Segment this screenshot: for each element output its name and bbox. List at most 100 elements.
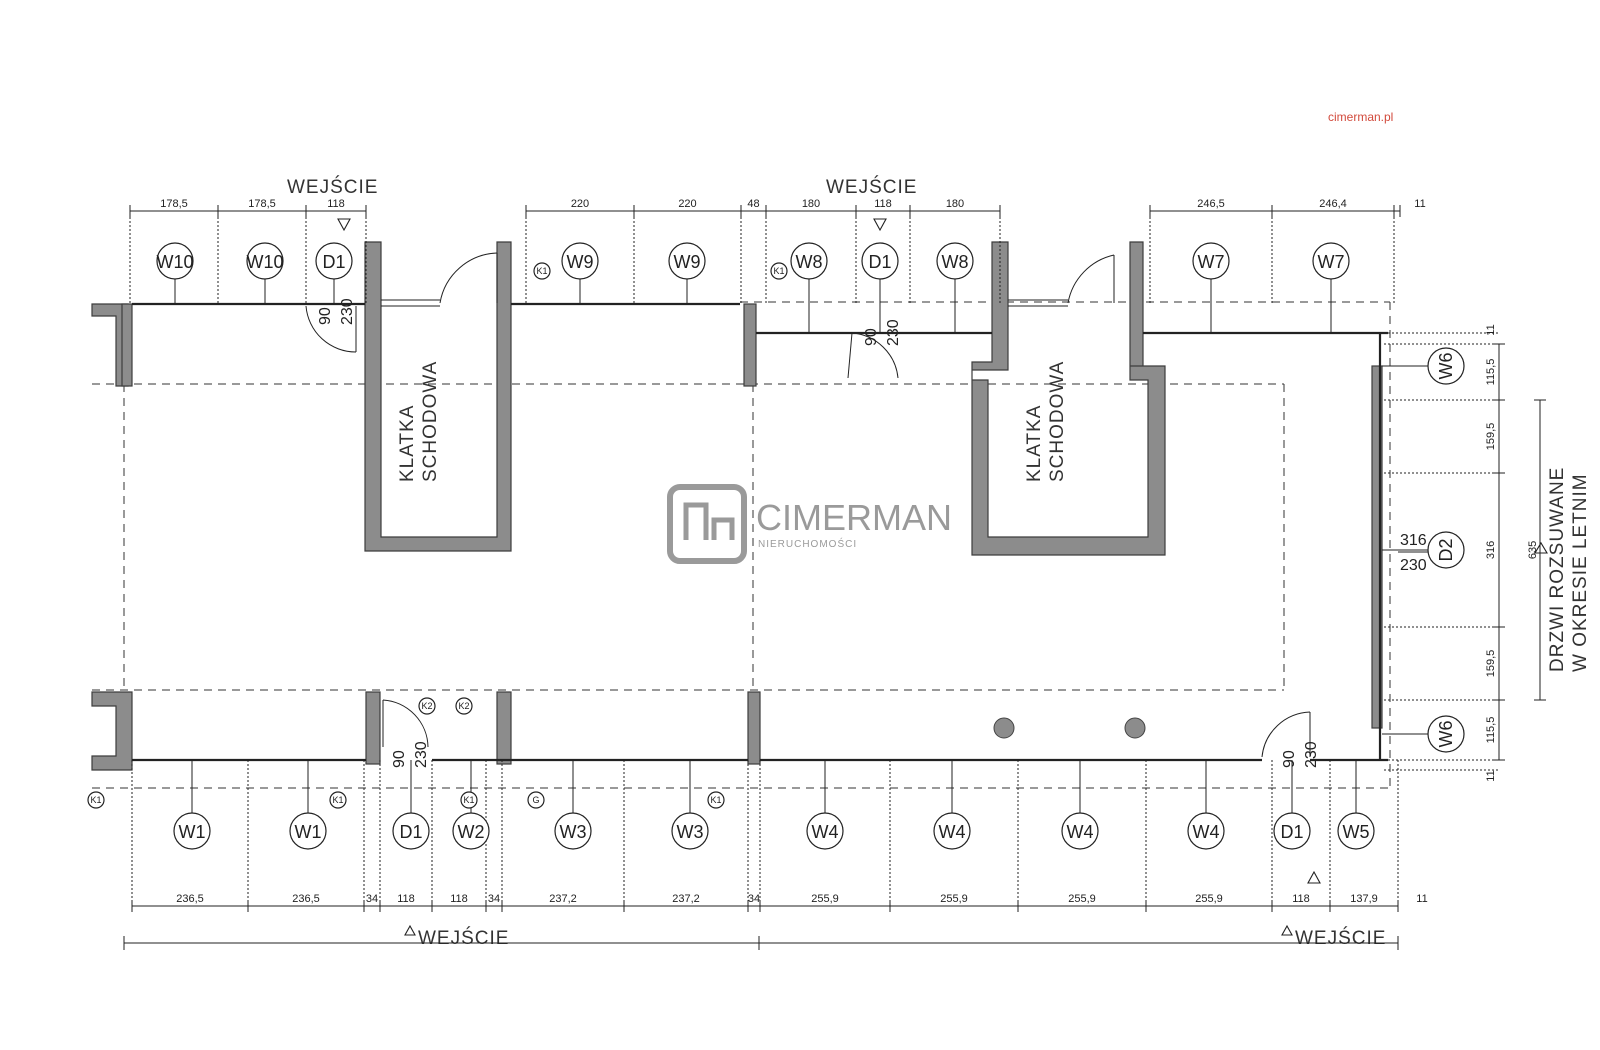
bottom-dim-label: 237,2 [672,893,700,905]
top-left-dim-label: 178,5 [160,198,188,210]
tag-top-w8-circle [790,242,828,280]
columns [993,717,1146,739]
bottom-dim-label: 255,9 [1195,893,1223,905]
bottom-dim-label: 34 [488,893,500,905]
tag-bottom-w1-label: W1 [179,822,206,842]
right-dim-label: 159,5 [1485,423,1497,451]
top-left-dim-label: 118 [327,198,345,210]
tag-right-d2: D2 [1427,531,1465,569]
tag-bottom-w1-circle [289,812,327,850]
tag-bottom-w5: W5 [1337,812,1375,850]
door-bot1-h: 230 [413,741,430,768]
tag-bottom-w4: W4 [1187,812,1225,850]
tag-bottom-w5-label: W5 [1343,822,1370,842]
k-tag-bottom-label: K1 [332,795,343,805]
bottom-dim-label: 11 [1416,893,1427,905]
right-total-label: 635 [1527,541,1539,559]
k-tag-bottom: K1 [329,791,347,809]
tag-bottom-w4-label: W4 [812,822,839,842]
top-right-dim-label: 11 [1414,198,1425,210]
right-dim-label: 115,5 [1485,717,1497,744]
top-mid-dim-label: 220 [678,198,696,210]
bottom-dim-label: 255,9 [940,893,968,905]
k-tag-bottom-circle [418,697,436,715]
right-dim-label: 316 [1485,541,1497,559]
tag-top-w8-label: W8 [796,252,823,272]
d2-height: 230 [1400,557,1427,574]
glazing [132,299,1388,762]
bottom-dim-label: 236,5 [176,893,204,905]
tag-top-w10: W10 [246,242,284,280]
k-tag-bottom: G [527,791,545,809]
k-tag-bottom-circle [87,791,105,809]
entrance-bottom-left: WEJŚCIE [418,927,509,949]
bottom-dim-label: 237,2 [549,893,577,905]
tag-bottom-d1: D1 [1273,812,1311,850]
brand-subtitle: NIERUCHOMOŚCI [758,537,857,550]
k-tag-bottom: K1 [87,791,105,809]
tag-bottom-w4-circle [806,812,844,850]
k-tag-bottom-circle [329,791,347,809]
bottom-dim-label: 255,9 [1068,893,1096,905]
k-tag-bottom-circle [460,791,478,809]
stair-label-1b: SCHODOWA [420,361,441,482]
door-top1-w: 90 [317,307,334,325]
k-tag-top-circle [770,262,788,280]
k-tag-bottom-label: K1 [463,795,474,805]
tag-bottom-d1-circle [392,812,430,850]
tag-bottom-w2: W2 [452,812,490,850]
stair-label-2a: KLATKA [1024,405,1045,482]
top-mid-dim-label: 180 [802,198,820,210]
tag-bottom-w1-label: W1 [295,822,322,842]
k-tag-top: K1 [770,262,788,280]
tag-top-d1-label: D1 [868,252,891,272]
k-tag-top: K1 [533,262,551,280]
k-tag-bottom: K2 [455,697,473,715]
right-dim-label: 115,5 [1485,359,1497,386]
tag-bottom-d1-label: D1 [1280,822,1303,842]
tag-top-w10: W10 [156,242,194,280]
tag-top-w9: W9 [561,242,599,280]
tag-right-w6: W6 [1427,715,1465,753]
tag-top-w7-circle [1312,242,1350,280]
tag-bottom-w3: W3 [554,812,592,850]
k-tag-bottom-label: G [532,795,539,805]
k-tag-top-label: K1 [536,266,547,276]
bottom-dim-label: 236,5 [292,893,320,905]
entrance-top-left: WEJŚCIE [287,176,378,198]
brand-name: CIMERMAN [756,497,952,538]
door-bot1-w: 90 [391,750,408,768]
tag-top-w9-label: W9 [674,252,701,272]
brand-url: cimerman.pl [1328,110,1394,124]
tag-top-w7: W7 [1192,242,1230,280]
tag-top-w9-circle [668,242,706,280]
stair-labels: KLATKA SCHODOWA KLATKA SCHODOWA [397,361,1068,482]
door-bot2-w: 90 [1281,750,1298,768]
tag-bottom-d1: D1 [392,812,430,850]
tag-bottom-w2-label: W2 [458,822,485,842]
k-tag-bottom-label: K2 [421,701,432,711]
top-left-dim-label: 178,5 [248,198,276,210]
sliding-door-note: DRZWI ROZSUWANE W OKRESIE LETNIM [1547,467,1591,672]
door-top1-h: 230 [339,298,356,325]
tag-bottom-w1: W1 [173,812,211,850]
tag-bottom-w4-circle [1187,812,1225,850]
tag-bottom-w3-label: W3 [677,822,704,842]
stair-label-1a: KLATKA [397,405,418,482]
right-dim-top: 11 [1485,324,1497,335]
door-size-labels: 90 230 90 230 90 230 90 230 316 230 [317,298,1442,768]
tag-top-w7-label: W7 [1318,252,1345,272]
tag-top-w7: W7 [1312,242,1350,280]
cimerman-logo: CIMERMAN NIERUCHOMOŚCI [667,484,952,564]
tag-bottom-w4: W4 [1061,812,1099,850]
right-dim-bottom: 11 [1485,770,1497,781]
door-top2-w: 90 [863,328,880,346]
tag-top-w9: W9 [668,242,706,280]
k-tag-bottom-label: K1 [710,795,721,805]
k-tag-top-label: K1 [773,266,784,276]
tag-bottom-w4-label: W4 [939,822,966,842]
tag-top-w10-label: W10 [246,252,283,272]
tag-right-w6-label: W6 [1436,721,1456,748]
